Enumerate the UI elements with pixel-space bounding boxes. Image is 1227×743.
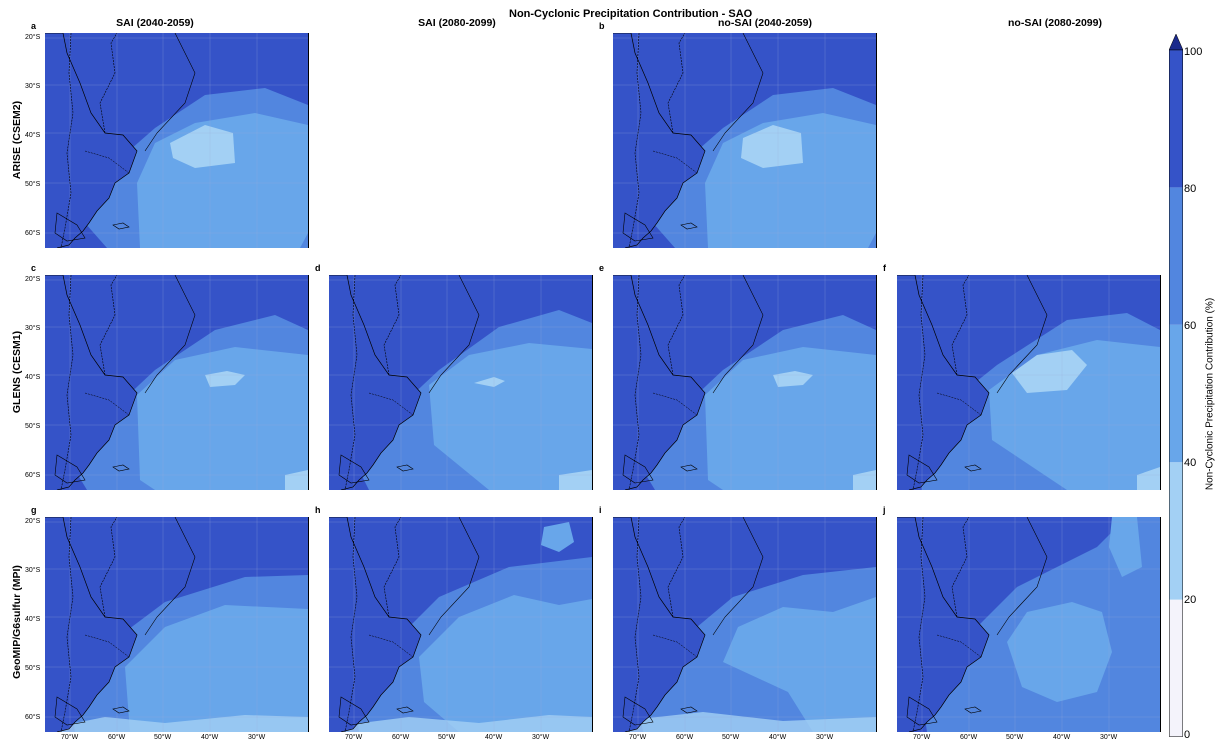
map-panel-f xyxy=(897,275,1161,490)
panel-label-d: d xyxy=(315,263,321,273)
lon-tick-label: 60°W xyxy=(108,734,126,741)
lon-tick-label: 60°W xyxy=(676,734,694,741)
colorbar-tick-20: 20 xyxy=(1184,594,1197,606)
colorbar-tick-40: 40 xyxy=(1184,457,1197,469)
lon-tick-label: 30°W xyxy=(532,734,550,741)
map-panel-e xyxy=(613,275,877,490)
column-header-sai-2040: SAI (2040-2059) xyxy=(116,17,194,29)
lat-tick-label: 60°S xyxy=(25,472,41,479)
map-panel-h xyxy=(329,517,593,732)
colorbar-tick-0: 0 xyxy=(1184,729,1191,741)
lon-tick-label: 60°W xyxy=(392,734,410,741)
colorbar-title: Non-Cyclonic Precipitation Contribution … xyxy=(1204,297,1216,491)
colorbar-gradient xyxy=(1168,33,1184,737)
lon-tick-label: 40°W xyxy=(769,734,787,741)
panel-label-f: f xyxy=(883,263,886,273)
figure-title: Non-Cyclonic Precipitation Contribution … xyxy=(509,8,753,20)
lon-tick-label: 50°W xyxy=(1006,734,1024,741)
lon-tick-label: 70°W xyxy=(345,734,363,741)
row-header-arise: ARISE (CSEM2) xyxy=(11,100,23,180)
column-header-nosai-2040: no-SAI (2040-2059) xyxy=(718,17,812,29)
lat-tick-label: 50°S xyxy=(25,665,41,672)
lat-tick-label: 30°S xyxy=(25,325,41,332)
lon-tick-label: 40°W xyxy=(1053,734,1071,741)
lon-tick-label: 30°W xyxy=(816,734,834,741)
lon-tick-label: 40°W xyxy=(201,734,219,741)
lon-tick-label: 30°W xyxy=(1100,734,1118,741)
row-header-glens: GLENS (CESM1) xyxy=(11,330,23,414)
lat-tick-label: 50°S xyxy=(25,423,41,430)
map-panel-d xyxy=(329,275,593,490)
colorbar xyxy=(1168,33,1184,737)
panel-label-e: e xyxy=(599,263,605,273)
lat-tick-label: 20°S xyxy=(25,34,41,41)
panel-label-c: c xyxy=(31,263,37,273)
lat-tick-label: 30°S xyxy=(25,567,41,574)
map-panel-c xyxy=(45,275,309,490)
map-panel-g xyxy=(45,517,309,732)
lon-tick-label: 70°W xyxy=(61,734,79,741)
row-header-geomip: GeoMIP/G6sulfur (MPI) xyxy=(11,565,23,679)
colorbar-tick-80: 80 xyxy=(1184,183,1197,195)
panel-label-g: g xyxy=(31,505,37,515)
colorbar-tick-100: 100 xyxy=(1184,46,1203,58)
column-header-nosai-2080: no-SAI (2080-2099) xyxy=(1008,17,1102,29)
lat-tick-label: 40°S xyxy=(25,374,41,381)
lat-tick-label: 60°S xyxy=(25,714,41,721)
lon-tick-label: 50°W xyxy=(154,734,172,741)
lon-tick-label: 30°W xyxy=(248,734,266,741)
lat-tick-label: 50°S xyxy=(25,181,41,188)
lat-tick-label: 40°S xyxy=(25,132,41,139)
lat-tick-label: 20°S xyxy=(25,518,41,525)
panel-label-b: b xyxy=(599,21,605,31)
panel-label-i: i xyxy=(599,505,602,515)
lon-tick-label: 50°W xyxy=(438,734,456,741)
panel-label-h: h xyxy=(315,505,321,515)
lon-tick-label: 70°W xyxy=(913,734,931,741)
lat-tick-label: 30°S xyxy=(25,83,41,90)
map-panel-j xyxy=(897,517,1161,732)
colorbar-tick-60: 60 xyxy=(1184,320,1197,332)
column-header-sai-2080: SAI (2080-2099) xyxy=(418,17,496,29)
lon-tick-label: 60°W xyxy=(960,734,978,741)
lat-tick-label: 40°S xyxy=(25,616,41,623)
lon-tick-label: 50°W xyxy=(722,734,740,741)
lat-tick-label: 60°S xyxy=(25,230,41,237)
panel-label-j: j xyxy=(883,505,886,515)
map-panel-b xyxy=(613,33,877,248)
panel-label-a: a xyxy=(31,21,37,31)
map-panel-a xyxy=(45,33,309,248)
lat-tick-label: 20°S xyxy=(25,276,41,283)
lon-tick-label: 40°W xyxy=(485,734,503,741)
map-panel-i xyxy=(613,517,877,732)
lon-tick-label: 70°W xyxy=(629,734,647,741)
